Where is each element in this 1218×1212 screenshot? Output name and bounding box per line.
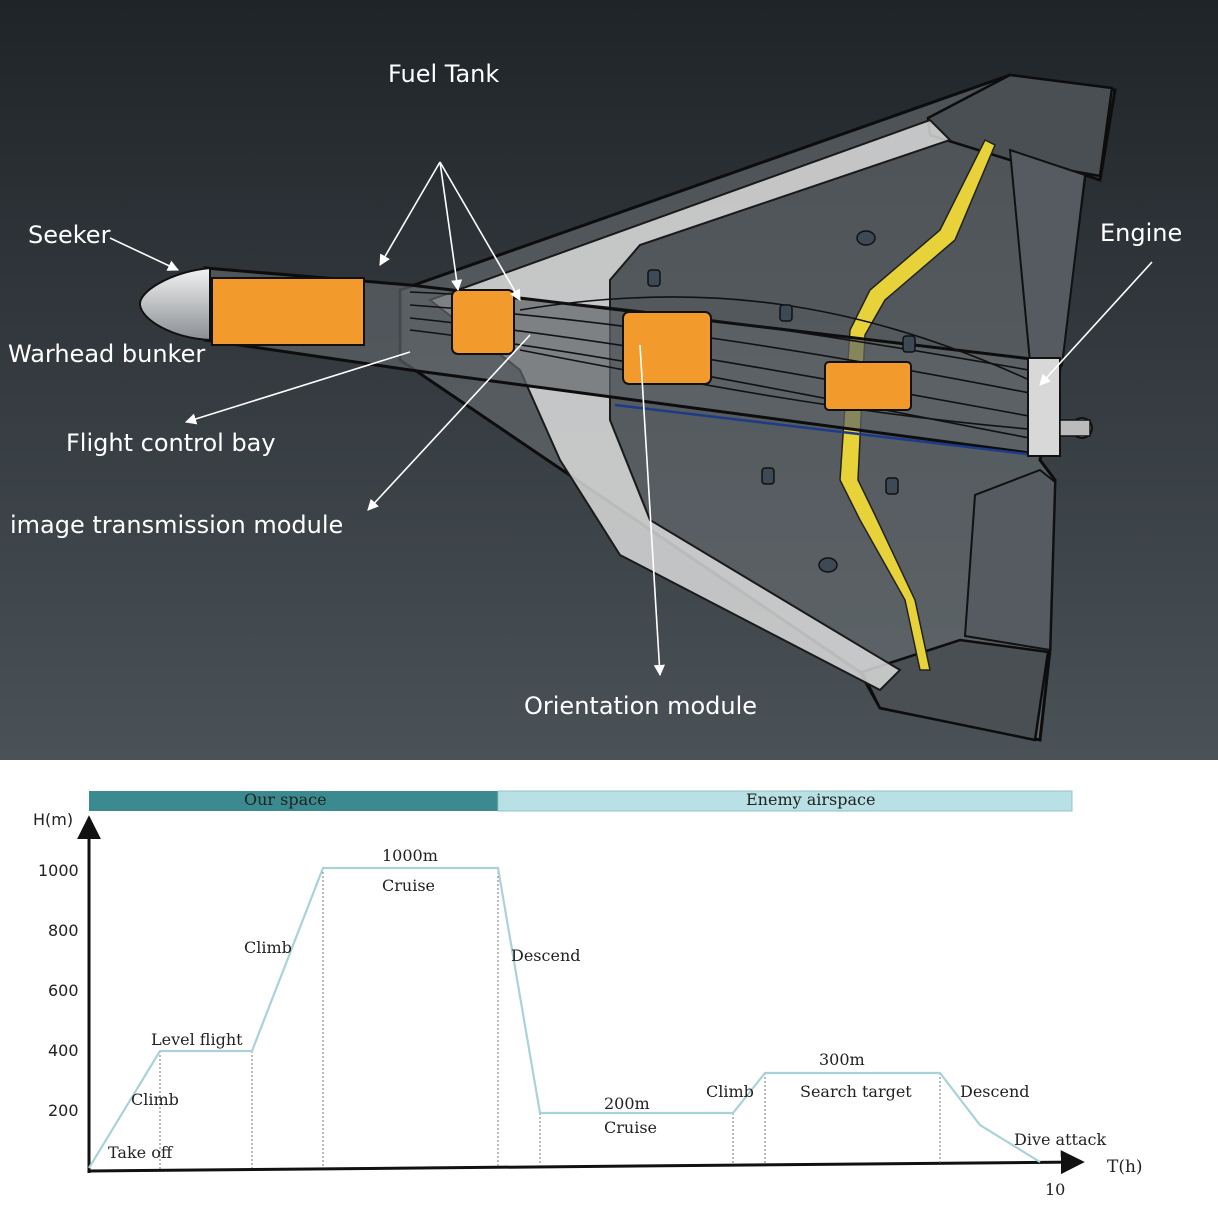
- uav-cutaway-diagram: Fuel Tank Seeker Warhead bunker Flight c…: [0, 0, 1218, 760]
- blue-cable: [614, 403, 1036, 457]
- phase-search-target: Search target: [800, 1082, 912, 1101]
- x-axis: [88, 1150, 1085, 1175]
- y-axis-label: H(m): [33, 810, 73, 829]
- y-tick-600: 600: [48, 981, 79, 1000]
- phase-cruise-1: Cruise: [382, 876, 435, 895]
- zone-our-space-label: Our space: [244, 790, 327, 809]
- label-image-transmission-module: image transmission module: [10, 511, 343, 539]
- upper-elevon: [1008, 148, 1087, 367]
- zone-our-space-bar: [89, 791, 498, 811]
- phase-take-off: Take off: [108, 1143, 174, 1162]
- label-flight-control-bay: Flight control bay: [66, 429, 276, 457]
- x-axis-label: T(h): [1107, 1157, 1143, 1177]
- phase-climb-3: Climb: [706, 1082, 754, 1101]
- lower-wingtip: [860, 638, 1050, 742]
- phase-separators: [159, 868, 941, 1169]
- y-tick-200: 200: [48, 1101, 79, 1120]
- label-seeker: Seeker: [28, 221, 111, 249]
- altitude-profile-line: [88, 866, 1041, 1169]
- phase-descend-2: Descend: [960, 1082, 1029, 1101]
- phase-climb-1: Climb: [131, 1090, 179, 1109]
- phase-dive-attack: Dive attack: [1014, 1130, 1106, 1149]
- nose-cone: [138, 266, 211, 342]
- phase-altitude-1000: 1000m: [382, 846, 438, 865]
- y-tick-800: 800: [48, 921, 79, 940]
- phase-altitude-200: 200m: [604, 1094, 650, 1113]
- phase-climb-2: Climb: [244, 938, 292, 957]
- label-fuel-tank: Fuel Tank: [388, 60, 499, 88]
- zone-enemy-airspace-label: Enemy airspace: [746, 790, 875, 809]
- phase-altitude-300: 300m: [819, 1050, 865, 1069]
- yellow-spar: [839, 138, 996, 671]
- warhead-bunker-block: [211, 277, 365, 346]
- phase-cruise-2: Cruise: [604, 1118, 657, 1137]
- mid-module-block: [824, 361, 912, 411]
- phase-descend-1: Descend: [511, 946, 580, 965]
- y-tick-400: 400: [48, 1041, 79, 1060]
- flight-profile-diagram: Our space Enemy airspace H(m) T(h) 10 20…: [33, 790, 1143, 1199]
- label-orientation-module: Orientation module: [524, 692, 757, 720]
- fuel-tank-block: [451, 289, 515, 355]
- x-tick-10: 10: [1045, 1180, 1065, 1199]
- lower-elevon: [963, 468, 1057, 652]
- mount-fittings: [647, 230, 916, 573]
- zone-enemy-airspace-bar: [497, 790, 1073, 812]
- orientation-module-block: [622, 311, 712, 385]
- label-warhead-bunker: Warhead bunker: [8, 340, 205, 368]
- phase-level-flight: Level flight: [151, 1030, 243, 1049]
- label-engine: Engine: [1100, 219, 1182, 247]
- y-tick-1000: 1000: [38, 861, 79, 880]
- leader-arrows: [109, 161, 1153, 677]
